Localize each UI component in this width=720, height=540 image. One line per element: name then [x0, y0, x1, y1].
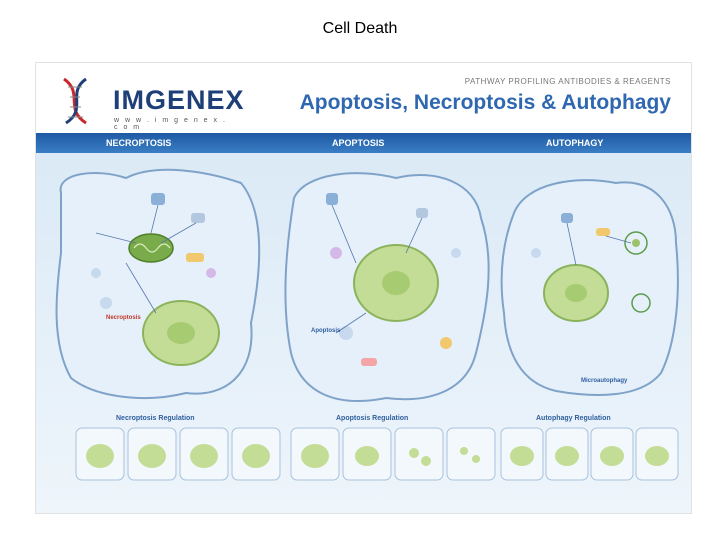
brand-name: IMGENEX — [113, 85, 245, 116]
imgenex-logo: IMGENEX w w w . i m g e n e x . c o m — [56, 71, 236, 131]
regulation-panels — [76, 428, 678, 480]
mitochondrion-icon — [129, 234, 173, 262]
autophagy-cell-label: Microautophagy — [581, 378, 627, 384]
section-label-apoptosis: APOPTOSIS — [332, 138, 384, 148]
apoptosis-cell-label: Apoptosis — [311, 328, 340, 334]
necroptosis-regulation-label: Necroptosis Regulation — [116, 415, 195, 422]
necroptosis-cell — [57, 170, 260, 398]
pathway-canvas: Necroptosis Apoptosis Microautophagy Nec… — [36, 153, 691, 513]
dna-helix-icon — [56, 71, 111, 131]
apoptosis-cell — [285, 173, 488, 401]
autophagy-cell — [502, 180, 678, 395]
pathway-poster: IMGENEX w w w . i m g e n e x . c o m PA… — [35, 62, 692, 514]
necroptosis-cell-label: Necroptosis — [106, 315, 141, 321]
brand-url: w w w . i m g e n e x . c o m — [114, 117, 236, 131]
section-label-necroptosis: NECROPTOSIS — [106, 138, 171, 148]
section-label-autophagy: AUTOPHAGY — [546, 138, 603, 148]
section-banner: NECROPTOSIS APOPTOSIS AUTOPHAGY — [36, 133, 691, 153]
poster-subtitle: PATHWAY PROFILING ANTIBODIES & REAGENTS — [465, 77, 671, 86]
autophagy-regulation-label: Autophagy Regulation — [536, 415, 611, 422]
poster-title: Apoptosis, Necroptosis & Autophagy — [300, 91, 671, 115]
apoptosis-regulation-label: Apoptosis Regulation — [336, 415, 408, 422]
slide-title: Cell Death — [0, 20, 720, 38]
